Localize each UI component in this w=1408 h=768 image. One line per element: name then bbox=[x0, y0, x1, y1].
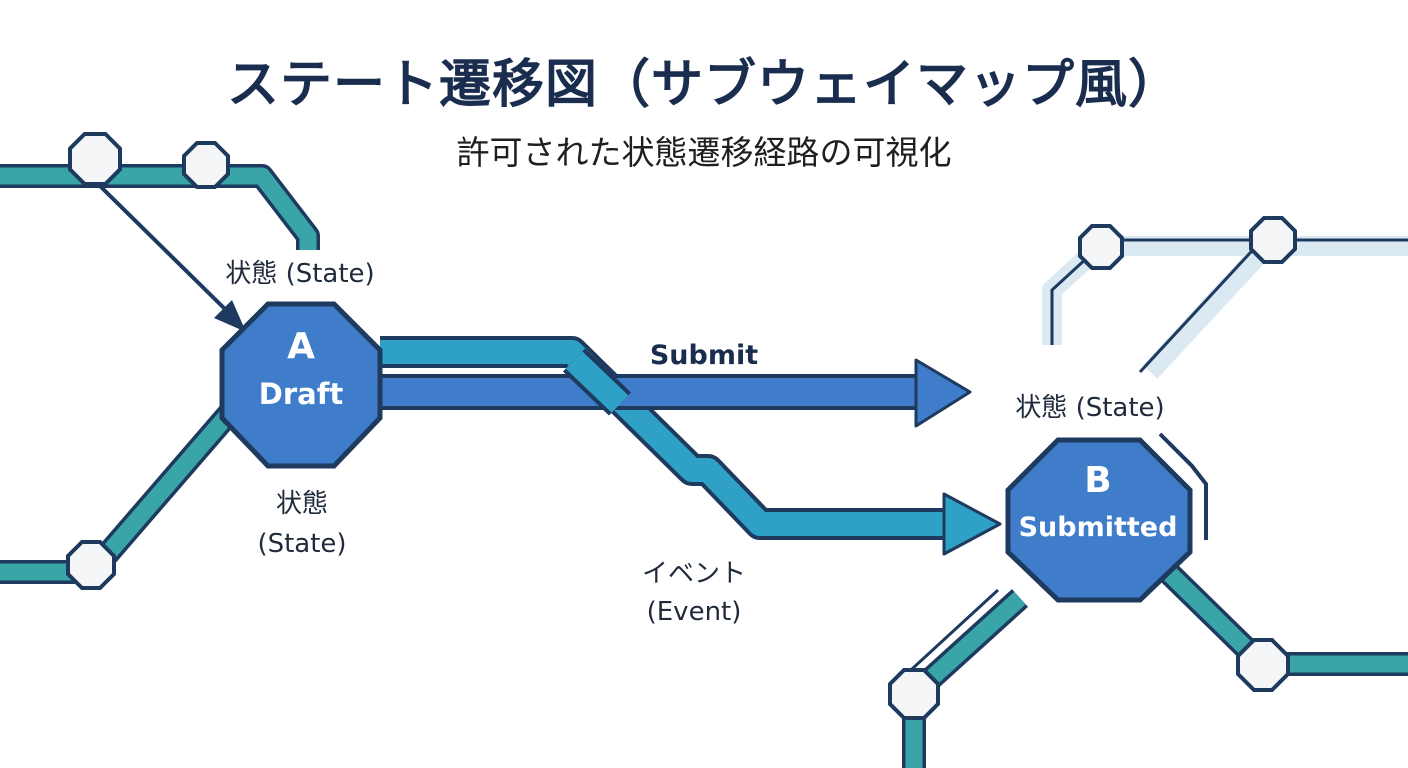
page-title: ステート遷移図（サブウェイマップ風） bbox=[226, 55, 1181, 115]
station-bottom-center bbox=[888, 668, 940, 720]
station-top-left-2 bbox=[182, 141, 230, 189]
accent-stroke bbox=[1158, 432, 1208, 540]
transition-label-submit: Submit bbox=[650, 340, 758, 371]
station-bottom-right bbox=[1236, 638, 1290, 692]
state-label-bottom-a-line1: 状態 bbox=[276, 489, 328, 519]
event-label-line1: イベント bbox=[642, 559, 746, 589]
state-node-b: B Submitted bbox=[1005, 437, 1193, 603]
page-subtitle: 許可された状態遷移経路の可視化 bbox=[456, 133, 952, 172]
state-a-name: Draft bbox=[259, 377, 344, 411]
teal-line-bottom-right bbox=[1161, 565, 1408, 676]
teal-line-bottom-left bbox=[0, 402, 242, 584]
stations bbox=[66, 132, 1297, 720]
event-arrow bbox=[380, 336, 1002, 556]
submit-arrow bbox=[380, 348, 972, 428]
event-label-line2: (Event) bbox=[647, 597, 742, 627]
teal-line-top-left bbox=[0, 164, 320, 250]
station-top-left-1 bbox=[68, 132, 122, 186]
state-a-letter: A bbox=[287, 326, 315, 367]
state-label-bottom-a-line2: (State) bbox=[257, 529, 346, 559]
station-bottom-left bbox=[66, 540, 116, 590]
state-b-name: Submitted bbox=[1019, 512, 1178, 543]
state-node-a: A Draft bbox=[219, 301, 383, 469]
station-top-right-2 bbox=[1249, 216, 1297, 264]
state-label-top-b: 状態 (State) bbox=[1015, 393, 1164, 423]
state-b-letter: B bbox=[1084, 460, 1111, 501]
station-top-right-1 bbox=[1078, 224, 1124, 270]
state-label-top-a: 状態 (State) bbox=[225, 259, 374, 289]
entry-arrow bbox=[96, 182, 246, 332]
